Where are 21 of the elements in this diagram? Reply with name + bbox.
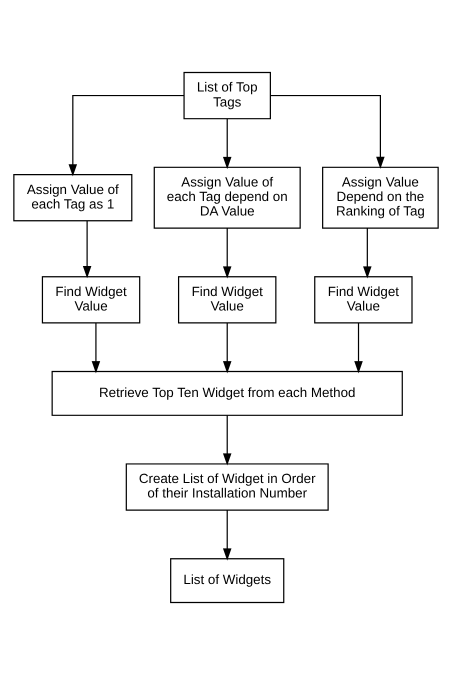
arrow xyxy=(222,118,231,170)
arrow xyxy=(270,94,384,169)
node-box: List of Widgets xyxy=(170,558,284,604)
arrow xyxy=(222,228,231,278)
arrow xyxy=(82,220,91,278)
node-box: Assign Value of each Tag as 1 xyxy=(12,174,132,222)
node-box: Assign Value Depend on the Ranking of Tag xyxy=(322,166,438,229)
arrow xyxy=(362,228,372,278)
node-box: List of Top Tags xyxy=(182,72,270,120)
node-box: Assign Value of each Tag depend on DA Value xyxy=(153,166,300,229)
node-box: Find Widget Value xyxy=(177,276,276,324)
arrow xyxy=(68,94,184,176)
arrow xyxy=(222,510,231,561)
arrow xyxy=(222,322,231,374)
node-box: Find Widget Value xyxy=(41,276,140,324)
arrow xyxy=(354,322,362,374)
arrow xyxy=(222,416,231,466)
node-box: Find Widget Value xyxy=(314,276,412,324)
arrow xyxy=(91,322,100,374)
node-box: Retrieve Top Ten Widget from each Method xyxy=(51,370,402,416)
node-box: Create List of Widget in Order of their Installation Number xyxy=(125,463,328,511)
